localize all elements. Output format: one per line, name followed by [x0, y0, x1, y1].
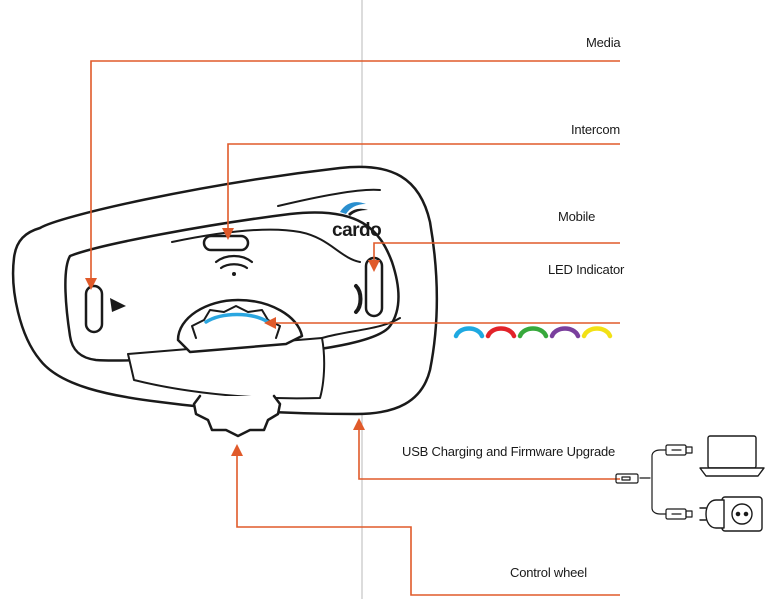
led-arc-red — [485, 326, 517, 339]
usb-arrowhead — [353, 418, 365, 430]
usb-callout-line — [358, 426, 620, 480]
label-control-wheel: Control wheel — [510, 565, 587, 580]
wifi-signal-icon — [214, 254, 254, 276]
device-lower-bezel — [127, 337, 326, 400]
label-media: Media — [586, 35, 621, 50]
wall-charger-icon — [699, 496, 763, 532]
label-mobile: Mobile — [558, 209, 596, 224]
laptop-icon — [699, 435, 765, 477]
led-color-arcs — [453, 326, 613, 339]
cardo-device — [11, 165, 439, 438]
play-triangle-icon — [110, 298, 126, 312]
usb-a-plug-bottom — [665, 508, 693, 520]
intercom-callout-line — [227, 143, 620, 232]
intercom-button[interactable] — [202, 234, 250, 252]
led-arc-green — [517, 326, 549, 339]
control-wheel-arrowhead — [231, 444, 243, 456]
label-led-indicator: LED Indicator — [548, 262, 625, 277]
callout-arrowheads — [85, 228, 380, 456]
cardo-logo: cardo — [332, 202, 382, 241]
media-button[interactable] — [84, 284, 104, 334]
mobile-arrowhead — [368, 260, 380, 272]
label-intercom: Intercom — [571, 122, 620, 137]
usb-cable — [639, 449, 667, 515]
phone-handset-icon — [354, 284, 363, 314]
led-arc-blue — [453, 326, 485, 339]
cardo-logo-mark — [340, 202, 366, 214]
device-lower-line — [321, 317, 401, 339]
intercom-arrowhead — [222, 228, 234, 240]
led-arc-purple — [549, 326, 581, 339]
control-wheel-callout-line — [236, 452, 620, 596]
control-wheel-upper — [176, 298, 304, 354]
led-ring — [204, 312, 270, 324]
callout-lines — [90, 60, 620, 596]
device-top-line — [277, 188, 381, 207]
usb-accessories — [615, 435, 765, 532]
media-callout-line — [90, 60, 620, 282]
led-arrowhead — [264, 317, 276, 329]
led-arc-yellow — [581, 326, 613, 339]
usb-a-plug-top — [665, 444, 693, 456]
control-wheel-lower — [192, 394, 282, 438]
cardo-logo-text: cardo — [332, 220, 381, 241]
media-arrowhead — [85, 278, 97, 290]
mobile-callout-line — [373, 242, 620, 264]
label-usb-charging: USB Charging and Firmware Upgrade — [402, 444, 616, 459]
usb-plug-icon — [615, 473, 639, 484]
